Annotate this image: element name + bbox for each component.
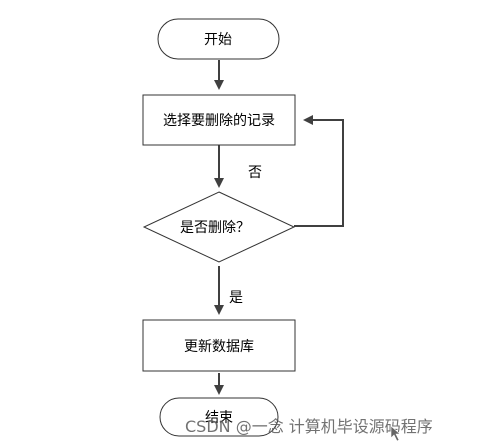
update-label: 更新数据库: [184, 339, 254, 355]
edges: [214, 60, 344, 395]
end-label: 结束: [205, 410, 233, 426]
edge-label-no: 否: [248, 165, 262, 181]
end-terminal-shape: [159, 397, 279, 437]
start-label: 开始: [204, 32, 232, 48]
node-select-record: 选择要删除的记录: [142, 94, 296, 146]
edge-decision-loop-back: [294, 115, 344, 227]
node-update-database: 更新数据库: [142, 319, 296, 372]
node-start: 开始: [157, 18, 280, 60]
decision-diamond-shape: [142, 191, 296, 263]
cursor-icon: [390, 425, 401, 442]
node-end: 结束: [159, 397, 279, 437]
select-process-shape: [142, 94, 296, 146]
start-terminal-shape: [157, 18, 280, 60]
decision-label: 是否删除？: [180, 220, 250, 236]
node-decision: 是否删除？: [142, 191, 296, 263]
select-label: 选择要删除的记录: [163, 113, 275, 129]
watermark-text: CSDN @一念 计算机毕设源码程序: [185, 417, 433, 436]
update-process-shape: [142, 319, 296, 372]
edge-label-yes: 是: [229, 290, 243, 306]
